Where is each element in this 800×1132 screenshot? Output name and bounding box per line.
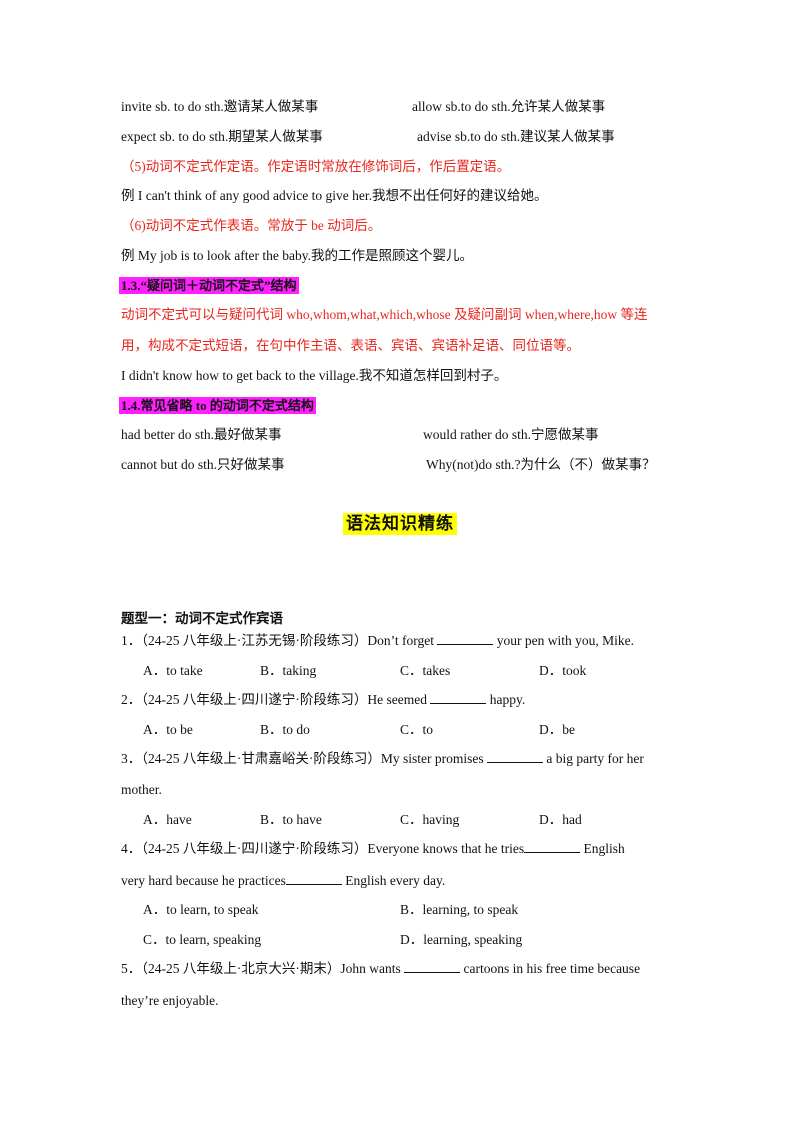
question-4-text-line2-after: English every day. [341,873,446,888]
question-3-text-after: a big party for her [542,751,644,766]
answer-blank [404,960,461,973]
question-4-text-before: 4．（24-25 八年级上·四川遂宁·阶段练习）Everyone knows t… [121,841,525,856]
example-6: 例 My job is to look after the baby.我的工作是… [121,248,473,263]
answer-blank [430,691,487,704]
question-3-option-c: C．having [400,812,460,827]
answer-blank [437,632,494,645]
question-1-option-a: A．to take [143,663,203,678]
question-3-text-before: 3．（24-25 八年级上·甘肃嘉峪关·阶段练习）My sister promi… [121,751,487,766]
answer-blank [486,750,543,763]
question-2-option-d: D．be [539,722,575,737]
example-5: 例 I can't think of any good advice to gi… [121,188,548,203]
question-5-stem: 5．（24-25 八年级上·北京大兴·期末）John wants cartoon… [121,959,640,979]
phrase-why-not: Why(not)do sth.?为什么（不）做某事？ [426,457,656,472]
rule-5: （5)动词不定式作定语。作定语时常放在修饰词后，作后置定语。 [121,159,511,174]
question-4-option-c: C．to learn, speaking [143,932,262,947]
question-4-stem-line2: very hard because he practices English e… [121,871,445,891]
question-3-option-a: A．have [143,812,192,827]
question-2-option-c: C．to [400,722,434,737]
question-1-stem: 1．（24-25 八年级上·江苏无锡·阶段练习）Don’t forget you… [121,631,634,651]
example-1-3: I didn't know how to get back to the vil… [121,368,508,383]
answer-blank [285,872,342,885]
question-1-option-d: D．took [539,663,587,678]
section-title: 语法知识精练 [343,513,457,535]
question-5-text-after: cartoons in his free time because [460,961,641,976]
question-3-stem: 3．（24-25 八年级上·甘肃嘉峪关·阶段练习）My sister promi… [121,749,644,769]
rule-6: （6)动词不定式作表语。常放于 be 动词后。 [121,218,382,233]
question-2-text-before: 2．（24-25 八年级上·四川遂宁·阶段练习）He seemed [121,692,431,707]
question-4-option-d: D．learning, speaking [400,932,523,947]
question-2-option-a: A．to be [143,722,193,737]
phrase-advise: advise sb.to do sth.建议某人做某事 [417,129,615,144]
question-1-option-b: B．taking [260,663,317,678]
rule-1-3-line2: 用，构成不定式短语，在句中作主语、表语、宾语、宾语补足语、同位语等。 [121,338,580,353]
question-4-option-a: A．to learn, to speak [143,902,259,917]
question-1-text-after: your pen with you, Mike. [493,633,634,648]
question-3-stem-line2: mother. [121,782,162,797]
question-5-text-before: 5．（24-25 八年级上·北京大兴·期末）John wants [121,961,405,976]
question-4-option-b: B．learning, to speak [400,902,519,917]
phrase-invite: invite sb. to do sth.邀请某人做某事 [121,99,319,114]
phrase-allow: allow sb.to do sth.允许某人做某事 [412,99,606,114]
phrase-expect: expect sb. to do sth.期望某人做某事 [121,129,323,144]
rule-1-3-line1: 动词不定式可以与疑问代词 who,whom,what,which,whose 及… [121,307,648,322]
question-3-option-d: D．had [539,812,582,827]
phrase-cannot-but: cannot but do sth.只好做某事 [121,457,285,472]
question-2-stem: 2．（24-25 八年级上·四川遂宁·阶段练习）He seemed happy. [121,690,525,710]
answer-blank [524,840,581,853]
question-2-option-b: B．to do [260,722,310,737]
heading-1-3: 1.3.“疑问词＋动词不定式”结构 [119,277,299,294]
heading-1-4: 1.4.常见省略 to 的动词不定式结构 [119,397,316,414]
question-5-stem-line2: they’re enjoyable. [121,993,219,1008]
question-4-stem: 4．（24-25 八年级上·四川遂宁·阶段练习）Everyone knows t… [121,839,625,859]
phrase-would-rather: would rather do sth.宁愿做某事 [423,427,599,442]
question-1-option-c: C．takes [400,663,451,678]
question-1-text-before: 1．（24-25 八年级上·江苏无锡·阶段练习）Don’t forget [121,633,438,648]
question-4-text-line2-before: very hard because he practices [121,873,286,888]
question-3-option-b: B．to have [260,812,322,827]
type-heading: 题型一：动词不定式作宾语 [121,611,283,626]
question-4-text-after: English [580,841,625,856]
phrase-had-better: had better do sth.最好做某事 [121,427,282,442]
question-2-text-after: happy. [486,692,526,707]
